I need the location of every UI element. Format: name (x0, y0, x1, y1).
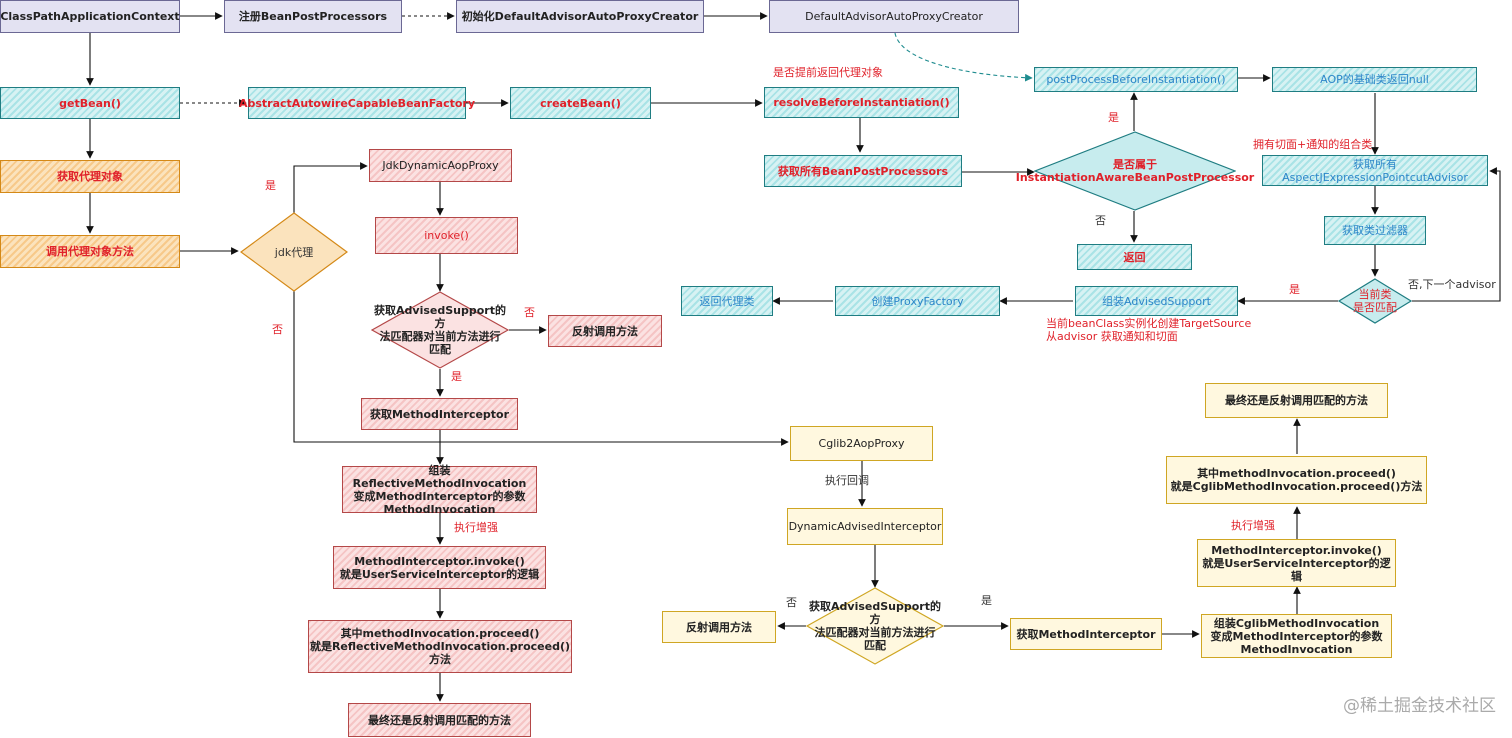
node-get-proxy-object: 获取代理对象 (0, 160, 180, 193)
decision-jdk-method-match: 获取AdvisedSupport的方 法匹配器对当前方法进行 匹配 (374, 304, 506, 356)
label-aware-yes: 是 (1108, 111, 1119, 124)
label-jdk-yes: 是 (265, 179, 276, 192)
label-class-match-yes: 是 (1289, 283, 1300, 296)
label-return-proxy-early: 是否提前返回代理对象 (773, 66, 883, 79)
node-assemble-reflective-method-invocation: 组装ReflectiveMethodInvocation 变成MethodInt… (342, 464, 537, 516)
node-init-default-advisor-auto-proxy-creator: 初始化DefaultAdvisorAutoProxyCreator (456, 0, 704, 33)
decision-jdk-proxy: jdk代理 (274, 245, 314, 259)
node-cglib-reflect-call: 反射调用方法 (662, 611, 776, 643)
node-post-process-before-instantiation: postProcessBeforeInstantiation() (1034, 67, 1238, 92)
node-get-all-aspectj-advisors: 获取所有 AspectJExpressionPointcutAdvisor (1262, 155, 1488, 186)
node-abstract-autowire-capable-bean-factory: AbstractAutowireCapableBeanFactory (239, 87, 475, 119)
node-register-bean-post-processors: 注册BeanPostProcessors (224, 0, 402, 33)
label-jdk-no: 否 (272, 323, 283, 336)
edge-jdk-yes (293, 162, 368, 213)
label-exec-callback: 执行回调 (825, 474, 869, 487)
node-dynamic-advised-interceptor: DynamicAdvisedInterceptor (787, 508, 943, 545)
node-cglib-method-interceptor-invoke: MethodInterceptor.invoke() 就是UserService… (1197, 539, 1396, 587)
node-jdk-dynamic-aop-proxy: JdkDynamicAopProxy (369, 149, 512, 182)
label-jdk-match-no: 否 (524, 306, 535, 319)
node-cglib2-aop-proxy: Cglib2AopProxy (790, 426, 933, 461)
watermark: @稀土掘金技术社区 (1343, 696, 1496, 716)
decision-cglib-method-match: 获取AdvisedSupport的方 法匹配器对当前方法进行 匹配 (809, 600, 941, 652)
node-default-advisor-auto-proxy-creator: DefaultAdvisorAutoProxyCreator (769, 0, 1019, 33)
node-aop-base-return-null: AOP的基础类返回null (1272, 67, 1477, 92)
label-enhance-exec-jdk: 执行增强 (454, 521, 498, 534)
node-call-proxy-method: 调用代理对象方法 (0, 235, 180, 268)
node-assemble-advised-support: 组装AdvisedSupport (1075, 286, 1238, 316)
node-return: 返回 (1077, 244, 1192, 270)
node-cglib-final-reflect-call: 最终还是反射调用匹配的方法 (1205, 383, 1388, 418)
node-cglib-proceed: 其中methodInvocation.proceed() 就是CglibMeth… (1166, 456, 1427, 504)
node-jdk-final-reflect-call: 最终还是反射调用匹配的方法 (348, 703, 531, 737)
edge-dapc-post (894, 32, 1033, 82)
label-advisor-combo: 拥有切面+通知的组合类 (1253, 138, 1373, 151)
label-enhance-exec-cglib: 执行增强 (1231, 519, 1275, 532)
node-get-class-filter: 获取类过滤器 (1324, 216, 1426, 245)
node-get-all-bean-post-processors: 获取所有BeanPostProcessors (764, 155, 962, 187)
node-get-bean: getBean() (0, 87, 180, 119)
label-cglib-match-no: 否 (786, 596, 797, 609)
node-classpath-app-context: ClassPathApplicationContext (0, 0, 180, 33)
node-jdk-get-method-interceptor: 获取MethodInterceptor (361, 398, 518, 430)
node-jdk-reflect-call: 反射调用方法 (548, 315, 662, 347)
node-create-proxy-factory: 创建ProxyFactory (835, 286, 1000, 316)
label-next-advisor: 否,下一个advisor (1408, 278, 1496, 291)
decision-instantiation-aware: 是否属于 InstantiationAwareBeanPostProcessor (1015, 158, 1255, 184)
node-invoke: invoke() (375, 217, 518, 254)
node-jdk-method-interceptor-invoke: MethodInterceptor.invoke() 就是UserService… (333, 546, 546, 589)
node-resolve-before-instantiation: resolveBeforeInstantiation() (764, 87, 959, 118)
node-create-bean: createBean() (510, 87, 651, 119)
node-assemble-cglib-method-invocation: 组装CglibMethodInvocation 变成MethodIntercep… (1201, 614, 1392, 658)
label-target-source-note: 当前beanClass实例化创建TargetSource 从advisor 获取… (1046, 317, 1252, 343)
decision-class-match: 当前类 是否匹配 (1353, 288, 1397, 314)
label-aware-no: 否 (1095, 214, 1106, 227)
node-cglib-get-method-interceptor: 获取MethodInterceptor (1010, 618, 1162, 650)
label-jdk-match-yes: 是 (451, 370, 462, 383)
node-jdk-proceed: 其中methodInvocation.proceed() 就是Reflectiv… (308, 620, 572, 673)
node-return-proxy-class: 返回代理类 (681, 286, 773, 316)
label-cglib-match-yes: 是 (981, 594, 992, 607)
